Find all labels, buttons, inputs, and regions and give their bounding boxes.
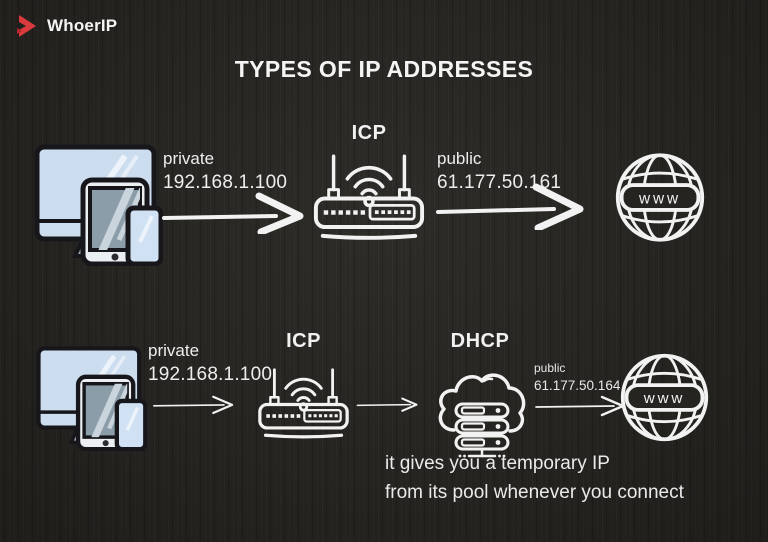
row1-router-label: ICP <box>351 122 387 144</box>
row2-public-label: public <box>534 361 566 375</box>
dhcp-caption: it gives you a temporary IP from its poo… <box>385 450 684 507</box>
dhcp-label: DHCP <box>450 330 510 352</box>
devices-icon <box>34 144 163 266</box>
cloud-server-icon <box>438 373 526 458</box>
row1-public-ip: 61.177.50.161 <box>437 171 562 193</box>
wifi-router-icon <box>313 154 425 240</box>
caption-line-1: it gives you a temporary IP <box>385 453 610 474</box>
row1-public-label: public <box>437 149 482 168</box>
www-globe-icon: www <box>620 353 709 442</box>
row2-public-text: public 61.177.50.164 <box>534 361 620 394</box>
row2-public-ip: 61.177.50.164 <box>534 377 621 393</box>
row1-private-label: private <box>163 149 215 168</box>
right-arrow-icon <box>436 183 584 230</box>
row1-private-ip: 192.168.1.100 <box>163 171 288 193</box>
logo-text: WhoerIP <box>47 16 118 35</box>
www-globe-icon: www <box>615 153 705 242</box>
right-arrow-icon <box>356 397 418 412</box>
logo: WhoerIP <box>14 13 117 39</box>
globe-www-label: www <box>638 190 681 207</box>
globe-www-label: www <box>643 390 685 407</box>
row2-router-label: ICP <box>286 330 321 352</box>
wifi-router-icon <box>258 368 349 439</box>
page-title: TYPES OF IP ADDRESSES <box>234 56 534 82</box>
devices-icon <box>36 346 147 451</box>
right-arrow-icon <box>152 395 234 415</box>
right-arrow-icon <box>162 192 304 234</box>
row2-private-label: private <box>148 341 200 360</box>
row2-private-ip: 192.168.1.100 <box>148 363 273 385</box>
row1-private-text: private 192.168.1.100 <box>163 148 287 196</box>
row1-public-text: public 61.177.50.161 <box>437 148 561 196</box>
whoerip-logo-icon <box>17 15 36 37</box>
caption-line-2: from its pool whenever you connect <box>385 481 684 503</box>
row2-private-text: private 192.168.1.100 <box>148 340 272 388</box>
